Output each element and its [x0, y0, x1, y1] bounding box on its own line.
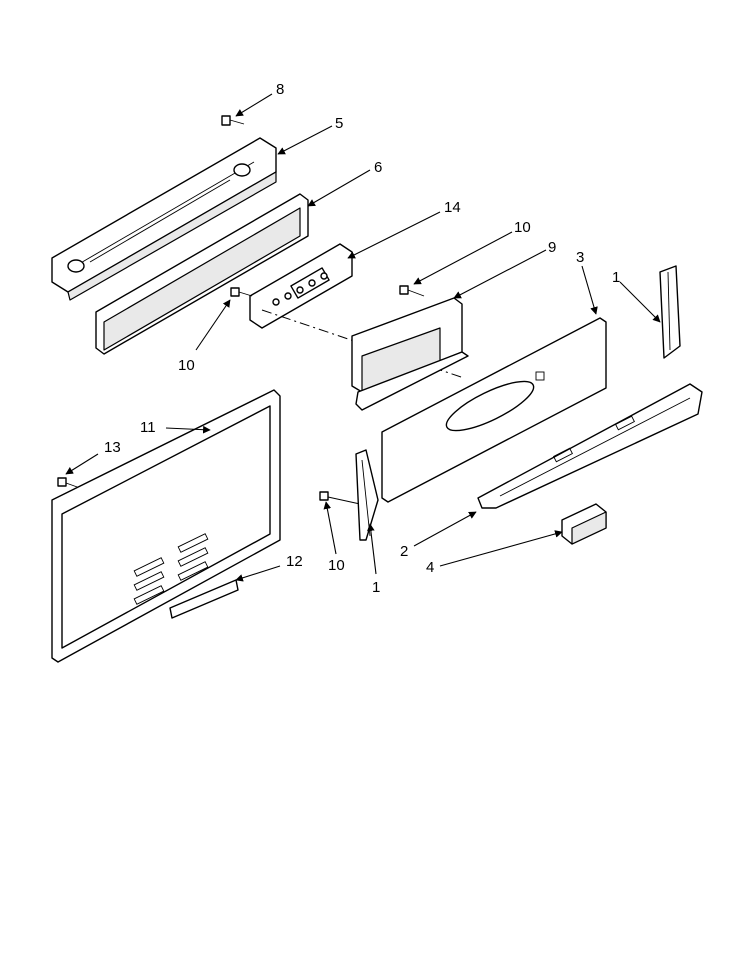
part-12-plate: [169, 579, 239, 619]
part-3-glass-panel: [381, 317, 607, 503]
callout-9: 9: [548, 239, 556, 256]
part-10-screw-bottom: [319, 491, 361, 505]
part-5-bracket: [51, 137, 277, 301]
part-4-connector: [561, 503, 607, 545]
callout-12: 12: [286, 553, 303, 570]
callout-labels: 8 5 6 14 10 9 3 1 10 11 13 12 10 1 2 4: [104, 81, 620, 596]
part-13-screw: [57, 477, 81, 489]
part-1-endcap-right: [659, 265, 681, 359]
part-1-endcap-left: [355, 449, 379, 541]
part-2-handle: [477, 383, 703, 509]
part-6-strip: [95, 193, 309, 355]
part-11-door-frame: [51, 389, 281, 663]
part-14-control-board: [249, 243, 353, 329]
callout-8: 8: [276, 81, 284, 98]
callout-6: 6: [374, 159, 382, 176]
callout-2: 2: [400, 543, 408, 560]
part-9-bezel: [351, 297, 469, 411]
callout-1-right: 1: [612, 269, 620, 286]
leader-lines: [65, 93, 661, 582]
callout-10-left: 10: [178, 357, 195, 374]
callout-4: 4: [426, 559, 434, 576]
part-8-screw: [221, 115, 245, 126]
callout-10-top: 10: [514, 219, 531, 236]
callout-13: 13: [104, 439, 121, 456]
callout-14: 14: [444, 199, 461, 216]
callout-11: 11: [140, 419, 156, 436]
part-10-screw-left: [230, 287, 253, 297]
callout-3: 3: [576, 249, 584, 266]
callout-1-bottom: 1: [372, 579, 380, 596]
callout-5: 5: [335, 115, 343, 132]
part-10-screw-top: [399, 285, 425, 297]
callout-10-bottom: 10: [328, 557, 345, 574]
